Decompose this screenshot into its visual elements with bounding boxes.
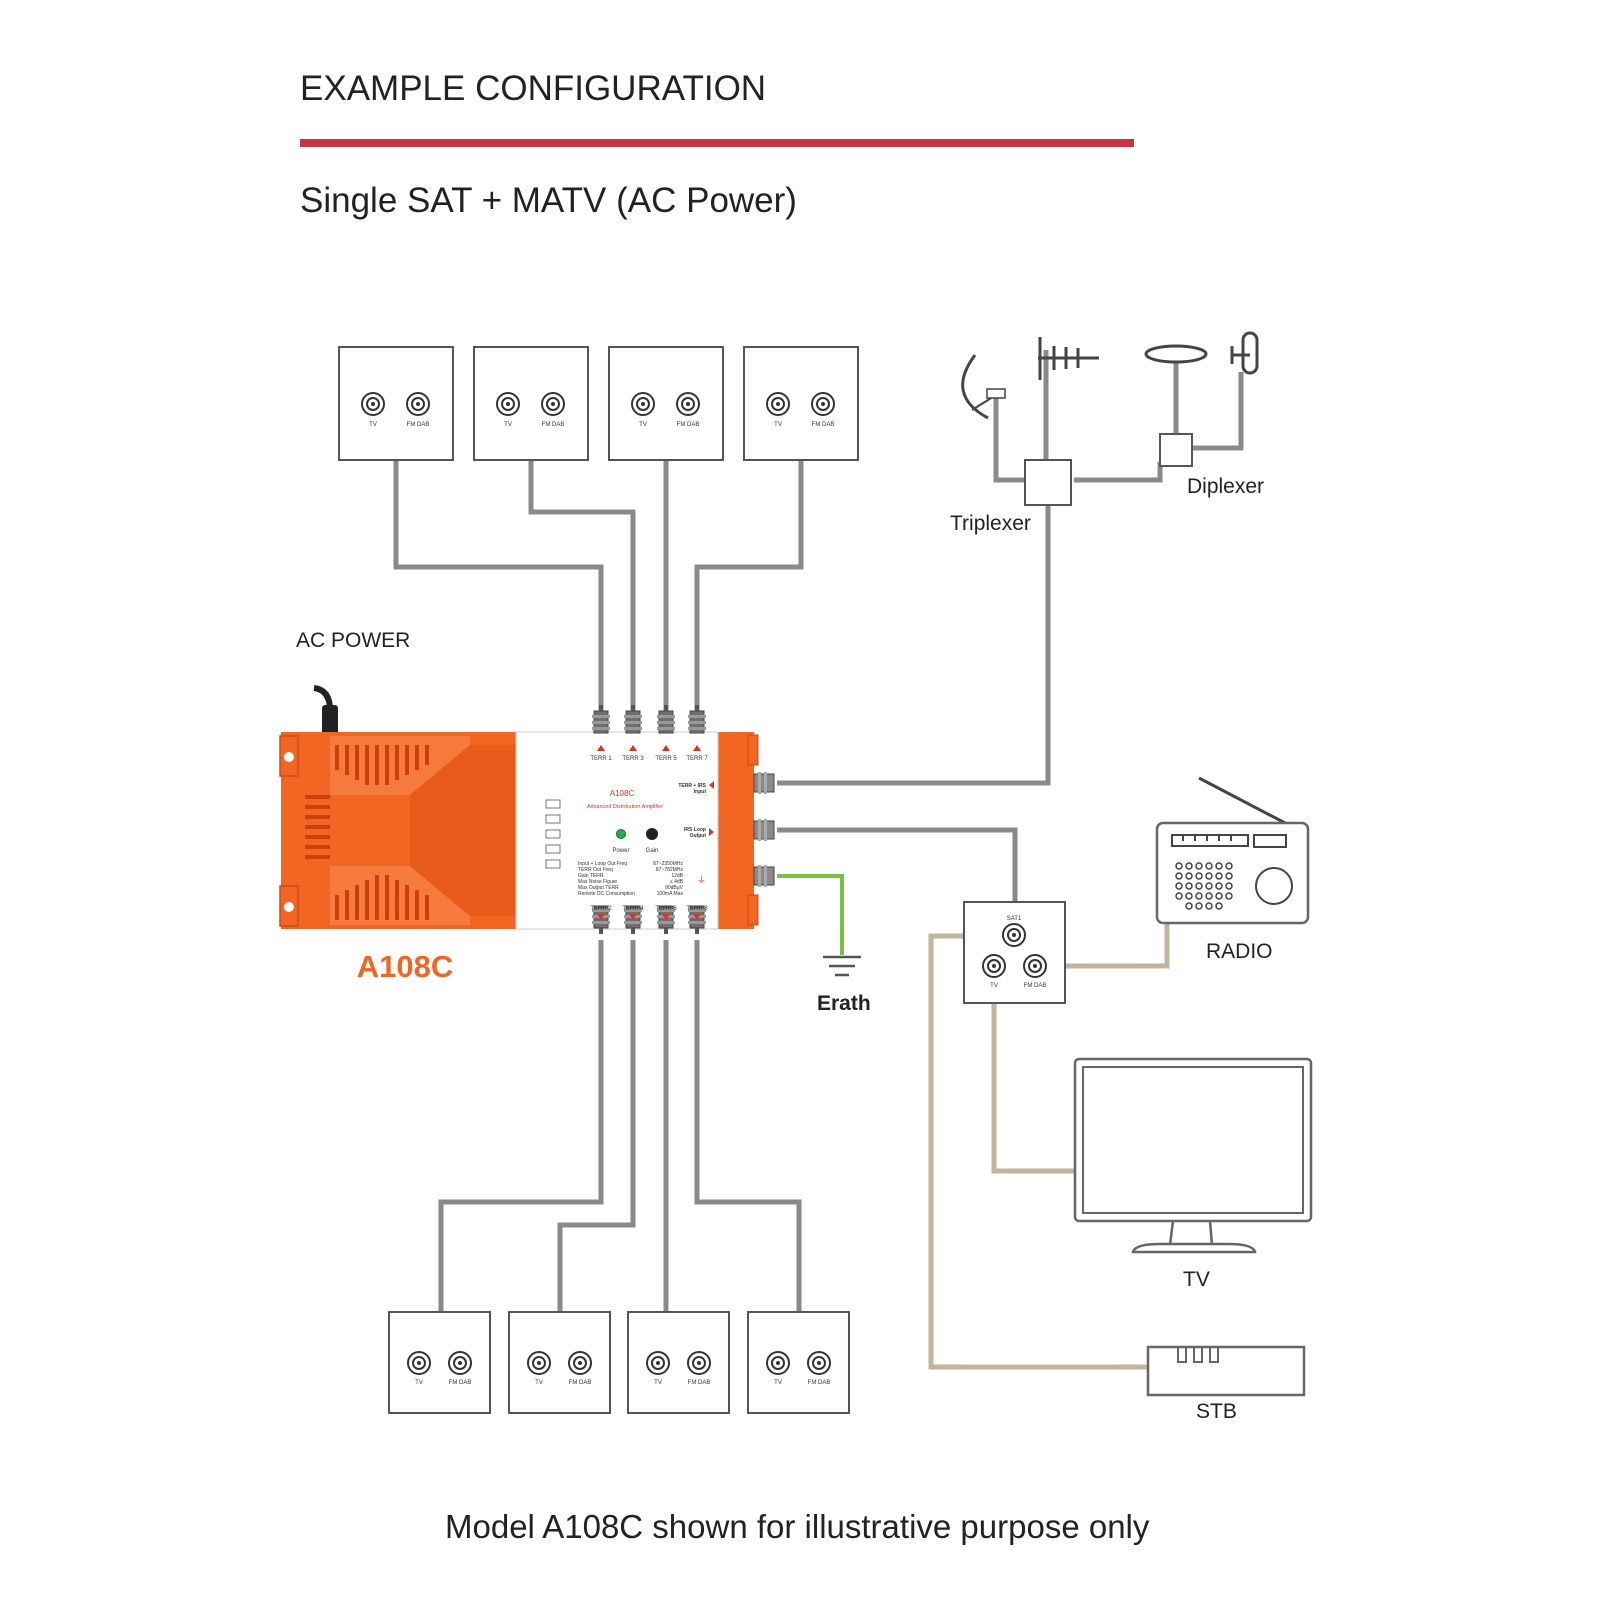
radio-icon — [1155, 776, 1310, 925]
cables-top — [393, 460, 804, 713]
tv-socket-label: TV — [415, 1380, 423, 1386]
footer-note: Model A108C shown for illustrative purpo… — [445, 1508, 1150, 1545]
power-cable-icon — [313, 685, 338, 735]
hourglass-icon — [545, 844, 561, 854]
ce-icon — [545, 814, 561, 824]
earth-mark-icon: ⏚ — [697, 875, 706, 885]
output-marker — [709, 828, 714, 836]
stb-label: STB — [1196, 1400, 1237, 1423]
tv-socket-label: TV — [639, 422, 647, 428]
wall-plate: TV FM DAB — [627, 1311, 730, 1414]
fm-loop-antenna-icon — [1144, 344, 1208, 364]
gain-knob-icon — [646, 828, 658, 840]
output-label-2: Output — [690, 833, 707, 839]
spec-name: Remote DC Consumption — [578, 891, 635, 897]
port-label-terr2: TERR 2 — [590, 906, 612, 912]
wall-plate: TV FM DAB — [388, 1311, 491, 1414]
wall-plate: TV FM DAB — [608, 346, 724, 461]
port-label-terr6: TERR 6 — [655, 906, 677, 912]
spec-name: Max Noise Figure — [578, 879, 617, 885]
satellite-dish-icon — [961, 354, 1006, 420]
fm-dab-socket-label: FM DAB — [812, 422, 835, 428]
spec-name: Gain TERR — [578, 873, 604, 879]
amplifier-description: Advanced Distribution Amplifier — [587, 804, 663, 810]
header-divider — [300, 139, 1134, 147]
output-label-1: IRS Loop — [684, 827, 706, 833]
earth-mark-icon — [545, 829, 561, 839]
tv-icon — [1073, 1057, 1313, 1254]
spec-value: 87~2350MHz — [653, 861, 683, 867]
page-title: EXAMPLE CONFIGURATION — [300, 69, 766, 108]
wall-plate: TV FM DAB — [338, 346, 454, 461]
fm-dab-socket-label: FM DAB — [1024, 983, 1047, 989]
sat-wall-plate: SAT1 TV FM DAB — [963, 901, 1066, 1004]
tv-label: TV — [1183, 1268, 1210, 1291]
fm-dab-socket-label: FM DAB — [677, 422, 700, 428]
diplexer-label: Diplexer — [1187, 475, 1264, 498]
cert-icons — [545, 799, 561, 869]
wall-plate: TV FM DAB — [473, 346, 589, 461]
spec-name: Input + Loop Out Freq — [578, 861, 627, 867]
cables-antenna — [777, 350, 1244, 904]
power-led-icon — [616, 829, 626, 839]
sat1-socket-label: SAT1 — [1007, 916, 1022, 922]
triplexer-box — [1024, 459, 1072, 506]
wall-plate: TV FM DAB — [743, 346, 859, 461]
port-label-terr7: TERR 7 — [686, 756, 708, 762]
dab-antenna-icon — [1230, 331, 1259, 375]
terrestrial-antenna-icon — [1038, 337, 1099, 380]
ac-power-label: AC POWER — [296, 629, 410, 652]
bottom-port-markers — [597, 914, 701, 920]
distribution-amplifier — [279, 704, 775, 935]
spec-value: 90dBμV — [665, 885, 684, 891]
spec-value: 87~782MHz — [656, 867, 684, 873]
spec-name: Max Output TERR — [578, 885, 619, 891]
ce-mark-icon — [545, 799, 561, 809]
tv-socket-label: TV — [369, 422, 377, 428]
spec-name: TERR Out Freq — [578, 867, 613, 873]
port-label-terr4: TERR 4 — [622, 906, 644, 912]
port-label-terr5: TERR 5 — [655, 756, 677, 762]
recycle-icon — [545, 859, 561, 869]
tv-socket-label: TV — [774, 422, 782, 428]
radio-label: RADIO — [1206, 940, 1273, 963]
fm-dab-socket-label: FM DAB — [688, 1380, 711, 1386]
fm-dab-socket-label: FM DAB — [407, 422, 430, 428]
tv-socket-label: TV — [990, 983, 998, 989]
input-label-1: TERR + IRS — [678, 783, 706, 789]
wall-plate: TV FM DAB — [508, 1311, 611, 1414]
amplifier-model-text: A108C — [610, 789, 635, 798]
spec-value: 100mA Max — [657, 891, 684, 897]
cables-bottom — [438, 940, 802, 1312]
port-label-terr1: TERR 1 — [590, 756, 612, 762]
input-marker — [709, 781, 714, 789]
fm-dab-socket-label: FM DAB — [542, 422, 565, 428]
spec-table: Input + Loop Out Freq TERR Out Freq Gain… — [578, 861, 684, 897]
tv-socket-label: TV — [504, 422, 512, 428]
earth-connection — [777, 874, 861, 977]
input-label-2: Input — [694, 789, 707, 795]
triplexer-label: Triplexer — [950, 512, 1031, 535]
fm-dab-socket-label: FM DAB — [808, 1380, 831, 1386]
spec-value: 12dB — [671, 873, 683, 879]
spec-value: ≤ 4dB — [670, 879, 684, 885]
fm-dab-socket-label: FM DAB — [449, 1380, 472, 1386]
tv-socket-label: TV — [535, 1380, 543, 1386]
tv-socket-label: TV — [774, 1380, 782, 1386]
fm-dab-socket-label: FM DAB — [569, 1380, 592, 1386]
wall-plate: TV FM DAB — [747, 1311, 850, 1414]
port-label-terr8: TERR 8 — [686, 906, 708, 912]
port-label-terr3: TERR 3 — [622, 756, 644, 762]
diplexer-box — [1159, 433, 1193, 467]
set-top-box-icon — [1146, 1345, 1306, 1397]
tv-socket-label: TV — [654, 1380, 662, 1386]
gain-label: Gain — [646, 848, 659, 854]
power-label: Power — [612, 848, 629, 854]
model-label: A108C — [357, 949, 454, 984]
page-subtitle: Single SAT + MATV (AC Power) — [300, 181, 797, 220]
earth-label: Erath — [817, 992, 871, 1015]
top-port-markers — [597, 745, 701, 751]
